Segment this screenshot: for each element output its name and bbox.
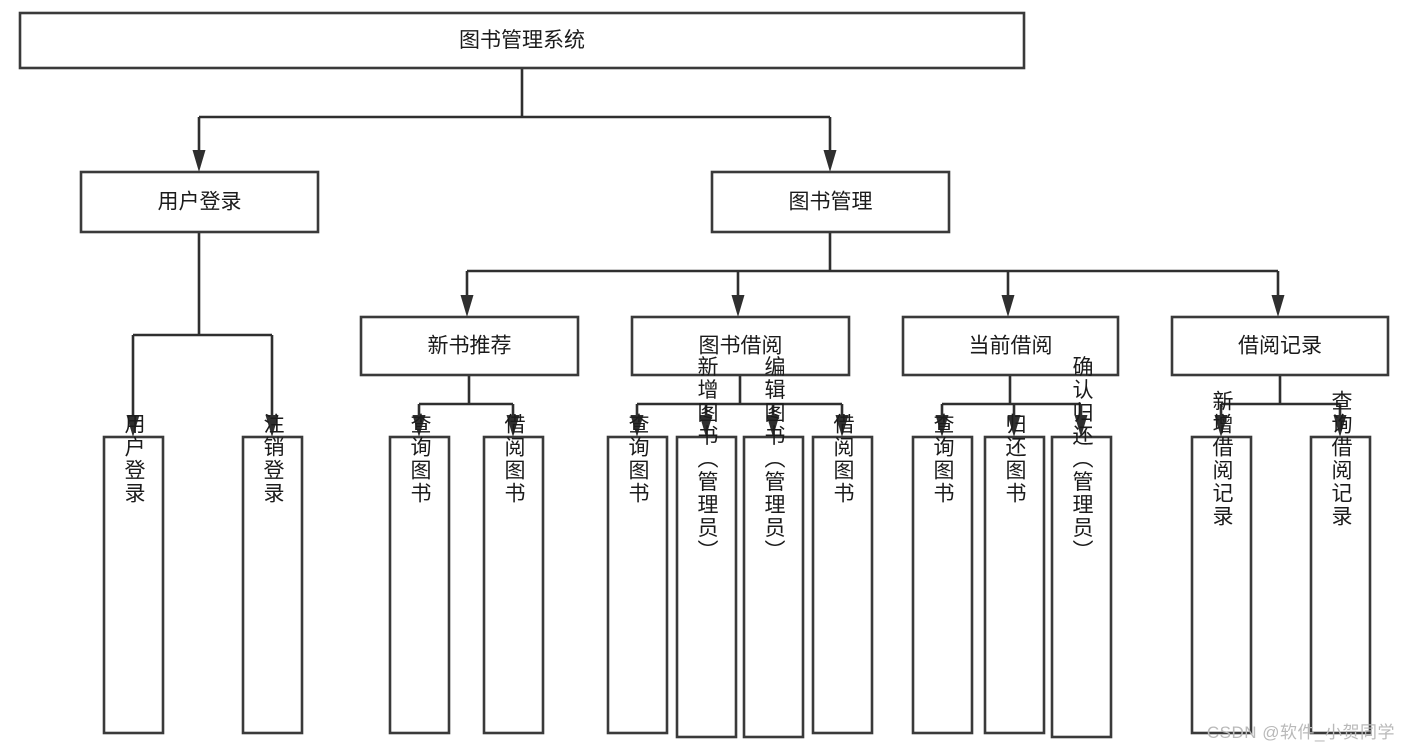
csdn-watermark: CSDN @软件_小贺同学 (1206, 723, 1395, 742)
node-leaf-borrow-book-2[interactable]: 借阅图书 (811, 413, 874, 735)
node-leaf-query-book-2[interactable]: 查询图书 (606, 413, 669, 735)
node-label: 新增图书（管理员） (695, 356, 719, 563)
arrow-head-icon (823, 150, 837, 172)
node-box[interactable] (388, 435, 451, 735)
node-label: 确认归还（管理员） (1070, 356, 1094, 563)
node-box[interactable] (710, 170, 951, 234)
node-label: 借阅记录 (1238, 335, 1322, 358)
node-label: 用户登录 (158, 191, 242, 214)
arrow-head-icon (1333, 415, 1347, 437)
node-box[interactable] (102, 435, 165, 735)
node-label: 编辑图书（管理员） (762, 356, 786, 563)
connectors-layer (126, 68, 1347, 437)
arrow-head-icon (460, 295, 474, 317)
connector-user-login (126, 232, 279, 437)
node-label: 新增借阅记录 (1210, 390, 1234, 528)
arrow-head-icon (1214, 415, 1228, 437)
node-box[interactable] (1170, 315, 1390, 377)
node-leaf-user-logout[interactable]: 注销登录 (241, 413, 304, 735)
node-box[interactable] (482, 435, 545, 735)
node-current-borrow[interactable]: 当前借阅 (901, 315, 1120, 377)
connector-borrow-record (1214, 375, 1347, 437)
node-user-login[interactable]: 用户登录 (79, 170, 320, 234)
node-label: 借阅图书 (831, 413, 855, 505)
node-label: 查询借阅记录 (1329, 390, 1353, 528)
nodes-layer: 图书管理系统用户登录图书管理新书推荐图书借阅当前借阅借阅记录用户登录注销登录查询… (18, 11, 1390, 739)
arrow-head-icon (935, 415, 949, 437)
connector-book-manage (460, 232, 1285, 317)
node-leaf-user-login[interactable]: 用户登录 (102, 413, 165, 735)
node-box[interactable] (18, 11, 1026, 70)
node-label: 图书借阅 (699, 335, 783, 358)
node-new-book-rec[interactable]: 新书推荐 (359, 315, 580, 377)
node-label: 用户登录 (122, 413, 146, 505)
node-box[interactable] (1190, 435, 1253, 735)
connector-book-borrow (630, 375, 849, 437)
arrow-head-icon (731, 295, 745, 317)
node-box[interactable] (742, 435, 805, 739)
arrow-head-icon (630, 415, 644, 437)
node-box[interactable] (901, 315, 1120, 377)
node-label: 借阅图书 (502, 413, 526, 505)
node-book-manage[interactable]: 图书管理 (710, 170, 951, 234)
node-leaf-confirm-return[interactable]: 确认归还（管理员） (1050, 356, 1113, 739)
node-box[interactable] (811, 435, 874, 735)
node-box[interactable] (359, 315, 580, 377)
node-leaf-query-book-3[interactable]: 查询图书 (911, 413, 974, 735)
node-label: 查询图书 (626, 413, 650, 505)
node-box[interactable] (983, 435, 1046, 735)
node-label: 图书管理系统 (459, 29, 585, 52)
connector-root (192, 68, 837, 172)
node-leaf-add-book[interactable]: 新增图书（管理员） (675, 356, 738, 739)
node-leaf-borrow-book-1[interactable]: 借阅图书 (482, 413, 545, 735)
node-box[interactable] (1050, 435, 1113, 739)
node-leaf-edit-book[interactable]: 编辑图书（管理员） (742, 356, 805, 739)
arrow-head-icon (126, 415, 140, 437)
arrow-head-icon (1007, 415, 1021, 437)
arrow-head-icon (506, 415, 520, 437)
arrow-head-icon (699, 415, 713, 437)
node-box[interactable] (241, 435, 304, 735)
node-box[interactable] (1309, 435, 1372, 735)
node-root[interactable]: 图书管理系统 (18, 11, 1026, 70)
node-book-borrow[interactable]: 图书借阅 (630, 315, 851, 377)
node-label: 注销登录 (261, 413, 285, 505)
node-box[interactable] (79, 170, 320, 234)
node-label: 查询图书 (408, 413, 432, 505)
node-box[interactable] (606, 435, 669, 735)
arrow-head-icon (766, 415, 780, 437)
node-box[interactable] (911, 435, 974, 735)
node-label: 当前借阅 (969, 335, 1053, 358)
node-leaf-query-record[interactable]: 查询借阅记录 (1309, 390, 1372, 735)
connector-current-borrow (935, 375, 1088, 437)
node-leaf-query-book-1[interactable]: 查询图书 (388, 413, 451, 735)
node-box[interactable] (630, 315, 851, 377)
arrow-head-icon (1074, 415, 1088, 437)
node-leaf-return-book[interactable]: 归还图书 (983, 413, 1046, 735)
arrow-head-icon (835, 415, 849, 437)
node-leaf-add-record[interactable]: 新增借阅记录 (1190, 390, 1253, 735)
node-label: 图书管理 (789, 191, 873, 214)
arrow-head-icon (1271, 295, 1285, 317)
node-borrow-record[interactable]: 借阅记录 (1170, 315, 1390, 377)
arrow-head-icon (1001, 295, 1015, 317)
connector-new-book-rec (412, 375, 520, 437)
node-label: 归还图书 (1003, 413, 1027, 505)
node-label: 新书推荐 (428, 335, 512, 358)
arrow-head-icon (192, 150, 206, 172)
arrow-head-icon (412, 415, 426, 437)
node-box[interactable] (675, 435, 738, 739)
node-label: 查询图书 (931, 413, 955, 505)
arrow-head-icon (265, 415, 279, 437)
